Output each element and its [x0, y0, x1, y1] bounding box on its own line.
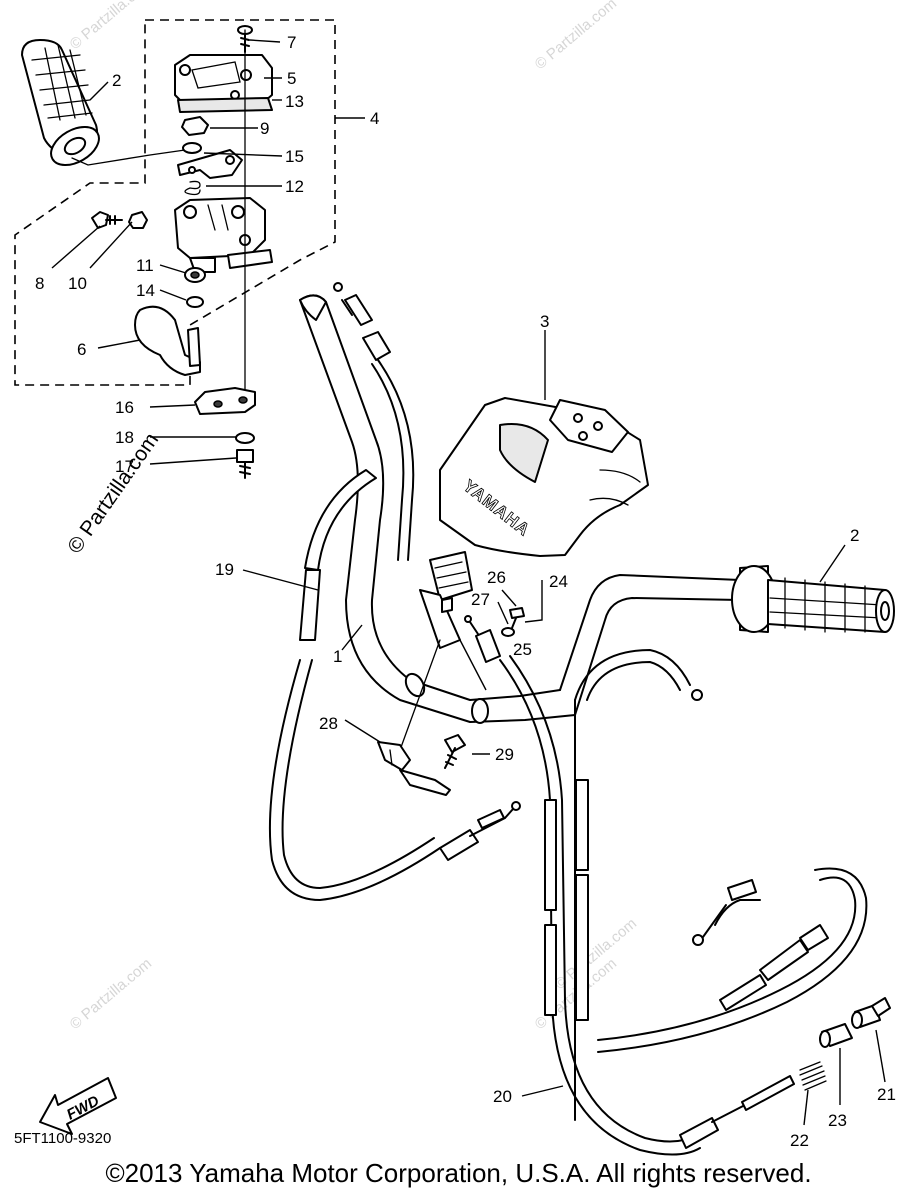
callout-12: 12 [285, 177, 304, 196]
callout-20: 20 [493, 1087, 512, 1106]
callout-29: 29 [495, 745, 514, 764]
callout-2: 2 [112, 71, 121, 90]
left-grip-leader [71, 149, 186, 166]
callout-17: 17 [115, 457, 134, 476]
handlebar-cover: YAMAHA [439, 397, 649, 557]
left-grip [21, 39, 100, 166]
callout-26: 26 [487, 568, 506, 587]
copyright-notice: ©2013 Yamaha Motor Corporation, U.S.A. A… [105, 1158, 812, 1188]
callout-10: 10 [68, 274, 87, 293]
rear-cable [574, 649, 868, 1121]
callout-4: 4 [370, 109, 379, 128]
callout-22: 22 [790, 1131, 809, 1150]
callout-9: 9 [260, 119, 269, 138]
callout-5: 5 [287, 69, 296, 88]
washer-27 [501, 627, 515, 637]
callout-15: 15 [285, 147, 304, 166]
assembly-4-outline [14, 19, 336, 386]
bolt-8 [91, 211, 123, 229]
callout-14: 14 [136, 281, 155, 300]
nut-10 [128, 211, 148, 229]
leader-lines [51, 39, 886, 1126]
throttle-cover-top [174, 54, 273, 113]
locknut-21 [851, 997, 891, 1029]
washer-14 [186, 296, 204, 308]
callout-6: 6 [77, 340, 86, 359]
handlebar [299, 294, 741, 724]
diagram-code: 5FT1100-9320 [14, 1130, 112, 1147]
spring-22 [799, 1061, 827, 1091]
watermark: © Partzilla.com [532, 0, 620, 73]
right-grip [731, 565, 895, 633]
callout-8: 8 [35, 274, 44, 293]
spring-12 [184, 180, 201, 196]
brake-cable [499, 655, 795, 1156]
watermark: © Partzilla.com [67, 955, 155, 1033]
bolt-17 [236, 449, 254, 479]
callout-24: 24 [549, 572, 568, 591]
callout-11: 11 [136, 256, 154, 275]
washer-15 [182, 142, 202, 154]
callout-13: 13 [285, 92, 304, 111]
nut-9 [181, 116, 209, 136]
adjuster-23 [819, 1023, 853, 1048]
clamp-16 [194, 387, 256, 415]
throttle-housing [174, 197, 273, 273]
callout-labels: 1 2 2 3 4 5 6 7 8 9 10 11 12 13 14 15 16… [35, 33, 896, 1150]
bolt-26 [509, 607, 525, 629]
callout-19: 19 [215, 560, 234, 579]
callout-16: 16 [115, 398, 134, 417]
forward-arrow: FWD [39, 1077, 117, 1135]
callout-2: 2 [850, 526, 859, 545]
partzilla-watermark: © Partzilla.com [63, 429, 163, 558]
lever-plate [177, 149, 243, 179]
callout-1: 1 [333, 647, 342, 666]
callout-3: 3 [540, 312, 549, 331]
callout-25: 25 [513, 640, 532, 659]
throttle-cable [268, 282, 521, 901]
callout-18: 18 [115, 428, 134, 447]
bracket-28 [377, 741, 451, 796]
callout-28: 28 [319, 714, 338, 733]
washer-11-hole [190, 271, 200, 279]
brake-lever-assembly [399, 551, 473, 751]
callout-23: 23 [828, 1111, 847, 1130]
bolt-29 [444, 734, 466, 769]
callout-27: 27 [471, 590, 490, 609]
callout-21: 21 [877, 1085, 896, 1104]
washer-18 [235, 432, 255, 444]
callout-7: 7 [287, 33, 296, 52]
thumb-lever-6 [134, 305, 201, 376]
cable-end-25 [464, 615, 501, 663]
watermark: © Partzilla.com [67, 0, 155, 53]
